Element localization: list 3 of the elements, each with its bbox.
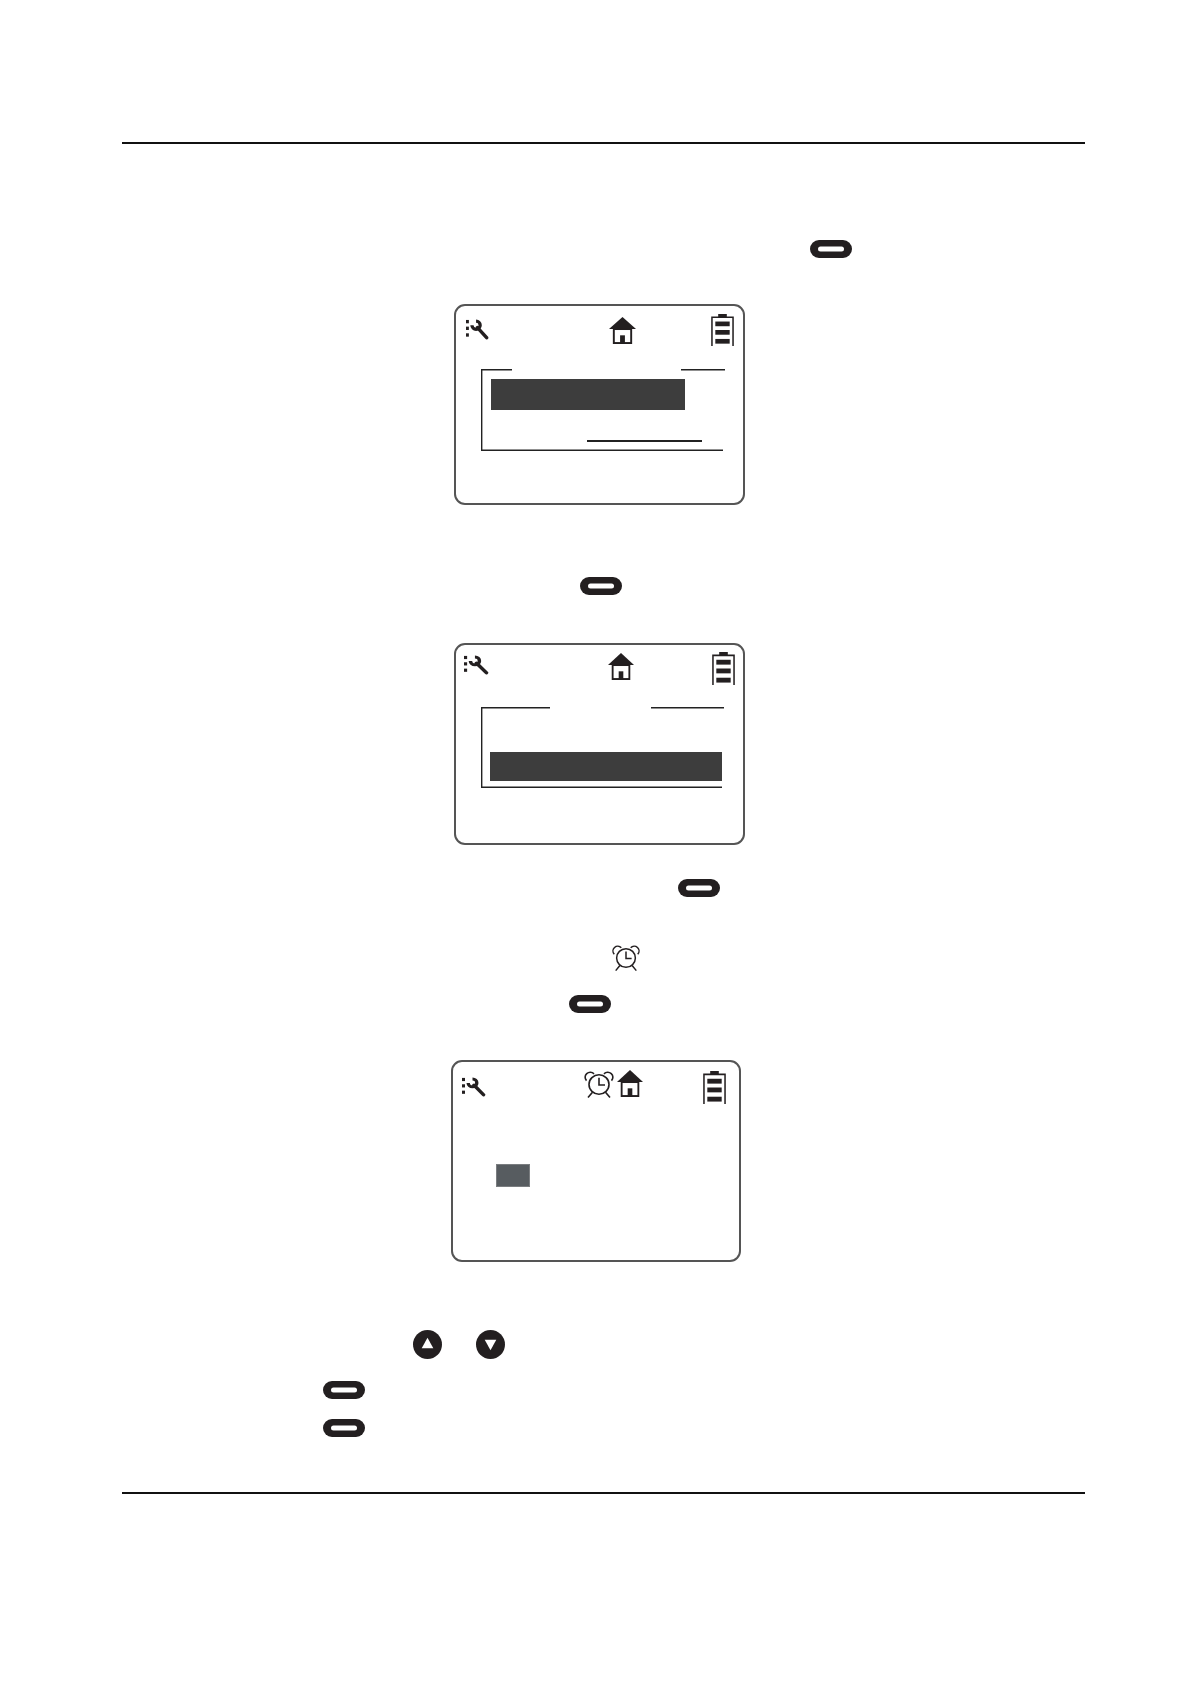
lcd-screen xyxy=(451,1060,741,1262)
lcd-screen xyxy=(454,304,745,505)
lcd-screen xyxy=(454,643,745,845)
